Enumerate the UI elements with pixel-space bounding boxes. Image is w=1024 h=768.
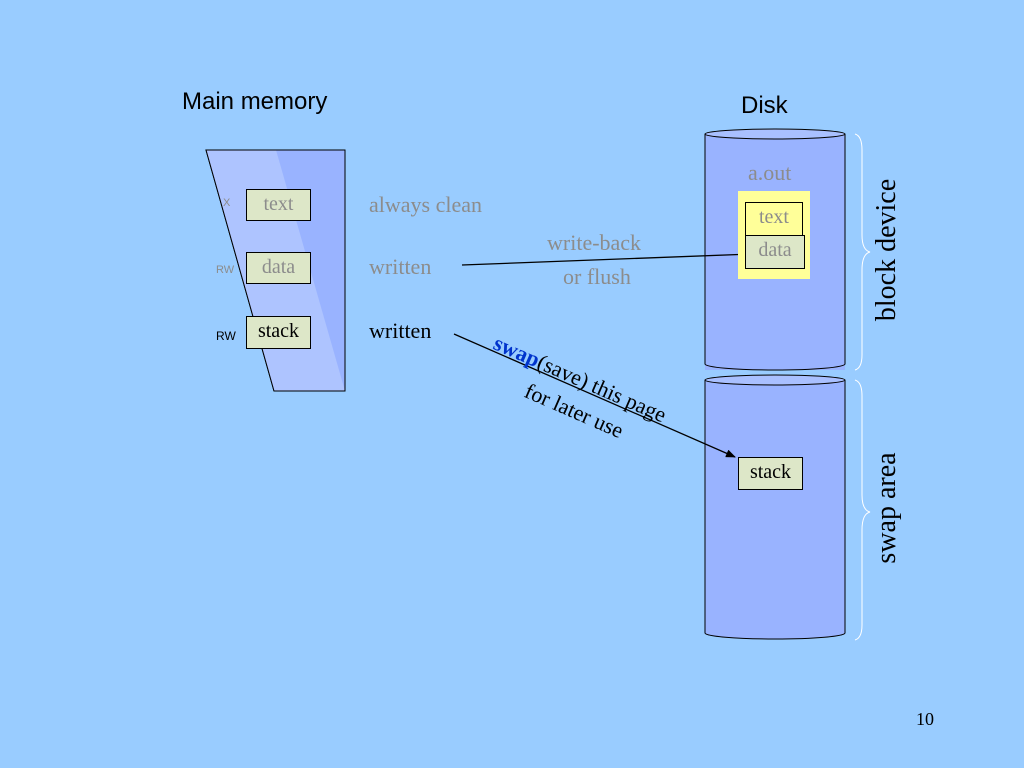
file-name-label: a.out [748,160,792,185]
block-device-label: block device [871,178,902,322]
text-permission-label: X [223,197,231,209]
disk-data-segment: data [745,235,805,269]
data-permission-label: RW [216,264,235,276]
page-number: 10 [916,709,934,729]
writeback-label-line2: or flush [563,264,631,289]
stack-note: written [369,318,432,343]
writeback-label-line1: write-back [547,230,642,255]
memory-text-segment: text [246,189,311,221]
writeback-arrow [461,250,753,266]
data-note: written [369,254,432,279]
swap-arrow [453,333,736,458]
text-note: always clean [369,192,482,217]
memory-data-segment: data [246,252,311,284]
swap-area-cylinder [704,374,846,640]
disk-stack-segment: stack [738,457,803,490]
swap-area-label: swap area [871,452,902,564]
disk-title: Disk [741,92,788,119]
stack-permission-label: RW [216,329,236,343]
memory-stack-segment: stack [246,316,311,349]
main-memory-title: Main memory [182,88,328,115]
disk-text-segment: text [745,202,803,236]
block-device-brace [854,133,871,371]
swap-area-brace [854,379,871,641]
